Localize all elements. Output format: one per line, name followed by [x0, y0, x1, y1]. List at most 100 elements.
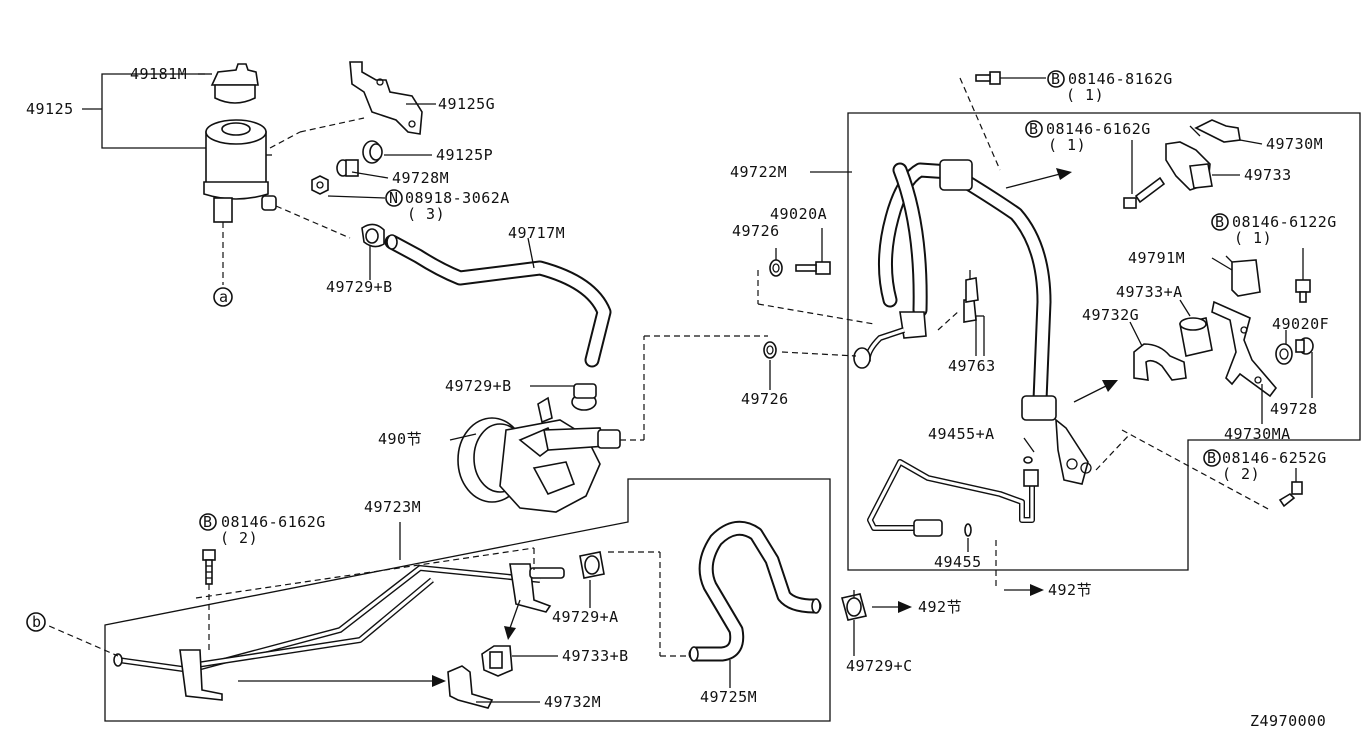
label-49733: 49733 — [1244, 166, 1292, 184]
ref-a-marker — [213, 287, 233, 307]
right-assembly-frame — [847, 112, 1361, 571]
bolt-49020A — [795, 261, 831, 275]
bolt-symbol-2 — [1025, 120, 1043, 138]
label-49455: 49455 — [934, 553, 982, 571]
label-49732G: 49732G — [1082, 306, 1139, 324]
pressure-switch-49763 — [963, 270, 979, 323]
label-49763: 49763 — [948, 357, 996, 375]
label-49717M: 49717M — [508, 224, 565, 242]
label-08146-8162G: 08146-8162G — [1068, 70, 1173, 88]
nut-08918 — [311, 175, 329, 195]
clamp-49729B-top — [361, 223, 385, 248]
bolt-symbol-1 — [1047, 70, 1065, 88]
insulator-49733A — [1179, 317, 1213, 357]
o-ring-49455 — [964, 523, 972, 537]
label-49732M: 49732M — [544, 693, 601, 711]
clamp-49732G — [1133, 343, 1187, 381]
label-08146-6122G: 08146-6122G — [1232, 213, 1337, 231]
ref-b-label: b — [32, 613, 42, 631]
label-qty-2-right: ( 2) — [1222, 465, 1260, 483]
collar-49728 — [1295, 337, 1314, 355]
bolt-symbol-5-label: B — [203, 513, 213, 531]
label-492-a: 492节 — [918, 598, 962, 616]
label-49733B: 49733+B — [562, 647, 629, 665]
label-49125P: 49125P — [436, 146, 493, 164]
label-49729C: 49729+C — [846, 657, 913, 675]
bolt-symbol-3 — [1211, 213, 1229, 231]
power-steering-pump — [449, 383, 621, 513]
pressure-pipe-49723M — [113, 563, 565, 701]
label-qty-1-a: ( 1) — [1066, 86, 1104, 104]
collar-49728M — [336, 159, 359, 177]
label-490: 490节 — [378, 430, 422, 448]
clamp-49729A — [579, 551, 605, 579]
nut-symbol-N — [385, 189, 403, 207]
label-qty-3: ( 3) — [407, 205, 445, 223]
suction-hose-49725M — [688, 520, 822, 662]
label-49020F: 49020F — [1272, 315, 1329, 333]
label-49729B-mid: 49729+B — [445, 377, 512, 395]
label-49020A: 49020A — [770, 205, 827, 223]
label-08146-6252G: 08146-6252G — [1222, 449, 1327, 467]
bolt-symbol-4 — [1203, 449, 1221, 467]
label-08146-6162G-right: 08146-6162G — [1046, 120, 1151, 138]
bolt-08146-8162G — [975, 71, 1046, 85]
label-49729A: 49729+A — [552, 608, 619, 626]
label-49726-bottom: 49726 — [741, 390, 789, 408]
clamp-49729C — [841, 590, 867, 621]
clamp-49732M — [447, 665, 494, 709]
bolt-symbol-1-label: B — [1051, 70, 1061, 88]
label-49723M: 49723M — [364, 498, 421, 516]
label-49722M: 49722M — [730, 163, 787, 181]
lower-assembly-frame — [104, 478, 831, 722]
ref-a-label: a — [219, 288, 229, 306]
clip-49726-bottom — [763, 341, 777, 359]
grommet — [362, 140, 383, 164]
label-49725M: 49725M — [700, 688, 757, 706]
label-qty-1-c: ( 1) — [1234, 229, 1272, 247]
bolt-08146-6122G — [1295, 248, 1311, 303]
bolt-08146-6162G-left — [202, 549, 216, 585]
nut-symbol-N-label: N — [389, 189, 399, 207]
bracket-49730MA — [1211, 300, 1278, 398]
ref-b-marker — [26, 612, 46, 632]
label-08146-6162G-left: 08146-6162G — [221, 513, 326, 531]
label-49125: 49125 — [26, 100, 74, 118]
reservoir-bracket — [349, 61, 423, 135]
label-08918-3062A: 08918-3062A — [405, 189, 510, 207]
label-49181M: 49181M — [130, 65, 187, 83]
diagram-code: Z4970000 — [1250, 712, 1326, 730]
label-qty-1-b: ( 1) — [1048, 136, 1086, 154]
reservoir-tank — [203, 119, 277, 223]
label-49455A: 49455+A — [928, 425, 995, 443]
reservoir-cap — [210, 63, 259, 104]
insulator-49733B — [481, 645, 513, 677]
label-49728M: 49728M — [392, 169, 449, 187]
bracket-49730M — [1189, 119, 1241, 143]
bushing-49020F — [1275, 343, 1293, 365]
hose-assembly-49722M — [853, 159, 1092, 485]
label-qty-2-left: ( 2) — [220, 529, 258, 547]
label-49729B-top: 49729+B — [326, 278, 393, 296]
label-49791M: 49791M — [1128, 249, 1185, 267]
pipe-49455 — [867, 456, 1039, 537]
bolt-symbol-2-label: B — [1029, 120, 1039, 138]
bolt-symbol-4-label: B — [1207, 449, 1217, 467]
clip-49726-top — [769, 259, 783, 277]
relay-49791M — [1225, 255, 1261, 297]
bolt-symbol-3-label: B — [1215, 213, 1225, 231]
label-49728: 49728 — [1270, 400, 1318, 418]
label-49125G: 49125G — [438, 95, 495, 113]
bolt-symbol-5 — [199, 513, 217, 531]
return-hose-49717M — [384, 234, 612, 368]
bracket-49733 — [1165, 141, 1213, 191]
bolt-08146-6252G — [1278, 481, 1303, 508]
label-49733A: 49733+A — [1116, 283, 1183, 301]
label-49730M: 49730M — [1266, 135, 1323, 153]
label-492-b: 492节 — [1048, 581, 1092, 599]
label-49726-top: 49726 — [732, 222, 780, 240]
label-49730MA: 49730MA — [1224, 425, 1291, 443]
reservoir-group: a N — [82, 61, 612, 368]
